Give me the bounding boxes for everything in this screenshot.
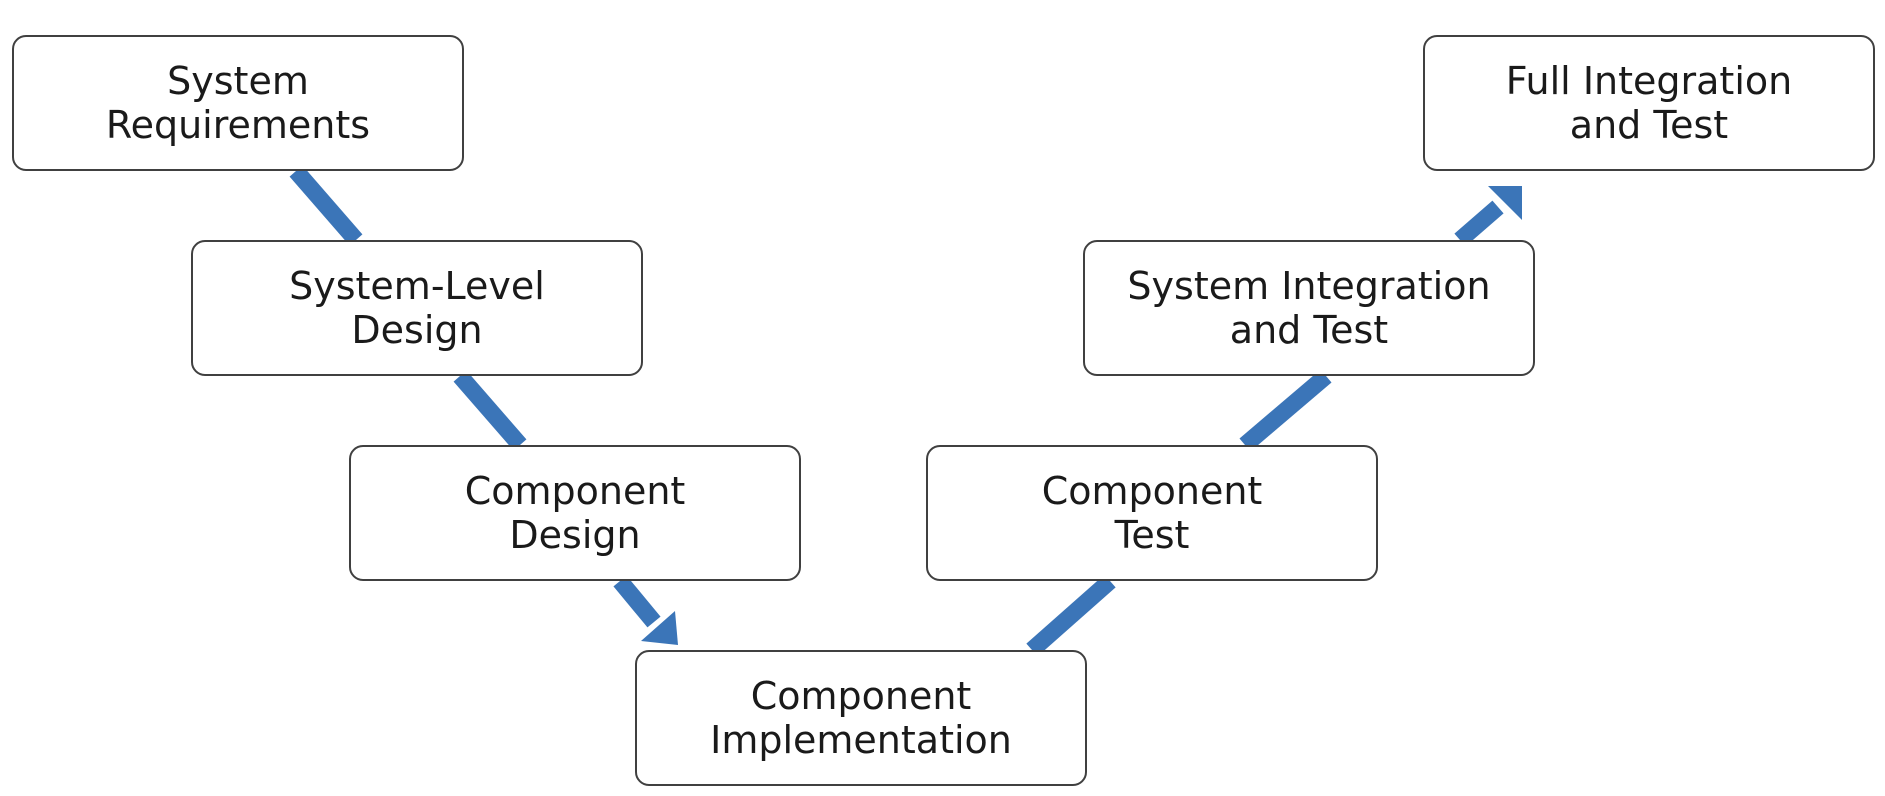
node-system-requirements: System Requirements (12, 35, 464, 171)
connector-requirements-to-system-design (289, 165, 363, 246)
node-component-test: Component Test (926, 445, 1378, 581)
node-system-level-design: System-Level Design (191, 240, 643, 376)
node-label-line1: Full Integration (1505, 59, 1793, 103)
node-label-line2: Test (1114, 513, 1190, 557)
connector-implementation-to-component-test (1026, 574, 1116, 657)
node-label-line2: and Test (1229, 308, 1389, 352)
connector-component-design-to-implementation (613, 575, 661, 628)
connector-system-integration-to-full-integration (1454, 200, 1504, 247)
node-label-line2: Requirements (105, 103, 371, 147)
arrowhead-implementation (641, 611, 678, 645)
arrowhead-full-integration (1488, 186, 1522, 220)
node-component-design: Component Design (349, 445, 801, 581)
node-label-line2: Design (509, 513, 641, 557)
node-label-line2: Implementation (710, 718, 1012, 762)
node-label-line1: System-Level (289, 264, 545, 308)
node-label-line2: Design (351, 308, 483, 352)
node-label-line1: Component (1041, 469, 1263, 513)
connector-system-design-to-component-design (453, 370, 527, 451)
node-component-implementation: Component Implementation (635, 650, 1087, 786)
node-label-line2: and Test (1569, 103, 1729, 147)
node-label-line1: Component (464, 469, 686, 513)
node-label-line1: System Integration (1127, 264, 1491, 308)
node-system-integration-and-test: System Integration and Test (1083, 240, 1535, 376)
node-full-integration-and-test: Full Integration and Test (1423, 35, 1875, 171)
node-label-line1: System (167, 59, 309, 103)
node-label-line1: Component (750, 674, 972, 718)
connector-component-test-to-system-integration (1239, 369, 1332, 452)
